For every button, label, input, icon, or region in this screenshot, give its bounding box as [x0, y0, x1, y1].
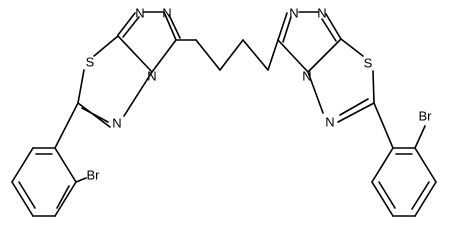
atom-n2-label: N	[162, 5, 171, 20]
molecule-structure: N N S N N Br N N S N N Br	[11, 5, 437, 217]
atom-n3-label: N	[147, 68, 156, 83]
left-bromophenyl	[11, 147, 87, 217]
atom-n7-label: N	[302, 68, 311, 83]
bond	[54, 102, 79, 149]
bond	[195, 39, 221, 71]
atom-n4-label: N	[112, 115, 121, 130]
left-triazolothiadiazole	[54, 11, 181, 149]
bond	[325, 13, 342, 40]
bond	[122, 16, 140, 38]
atom-n8-label: N	[325, 114, 334, 129]
bond	[378, 181, 396, 209]
bond	[321, 18, 337, 42]
bond	[163, 11, 177, 41]
bond	[371, 147, 394, 183]
bond	[337, 102, 375, 123]
bond	[371, 181, 394, 217]
bond	[77, 69, 85, 104]
bond	[414, 125, 426, 149]
atom-s2-label: S	[364, 55, 373, 70]
bond	[219, 39, 244, 71]
bond	[18, 181, 36, 209]
bond	[339, 98, 369, 116]
atom-s1-label: S	[86, 54, 95, 69]
bond	[282, 16, 292, 43]
bond	[373, 102, 394, 149]
molecule-diagram: N N S N N Br N N S N N Br	[11, 5, 437, 217]
bond	[11, 181, 34, 217]
bond	[267, 39, 279, 71]
bond	[168, 14, 181, 39]
bond	[414, 147, 437, 183]
bond	[414, 181, 437, 217]
bond	[307, 71, 324, 114]
bond	[54, 181, 77, 217]
bond	[242, 39, 269, 71]
atom-br1-label: Br	[87, 167, 101, 182]
bond	[307, 38, 342, 73]
bond	[75, 177, 87, 183]
bond	[277, 12, 288, 41]
atom-br2-label: Br	[419, 108, 433, 123]
atom-n6-label: N	[317, 5, 326, 20]
bond	[81, 107, 109, 123]
atom-n5-label: N	[289, 5, 298, 20]
propyl-linker	[175, 39, 279, 71]
bond	[117, 12, 136, 36]
atom-labels: N N S N N Br N N S N N Br	[86, 5, 433, 182]
right-bromophenyl	[371, 125, 437, 217]
right-triazolothiadiazole	[277, 11, 394, 149]
bond	[277, 39, 309, 73]
bond	[372, 70, 375, 104]
bond	[340, 38, 364, 57]
atom-n1-label: N	[135, 5, 144, 20]
bond	[93, 35, 119, 57]
bond	[117, 35, 153, 73]
bond	[123, 71, 153, 117]
bond	[11, 147, 34, 183]
bond	[56, 185, 70, 209]
bond	[151, 39, 177, 73]
bond	[54, 147, 77, 183]
bond	[411, 181, 430, 210]
